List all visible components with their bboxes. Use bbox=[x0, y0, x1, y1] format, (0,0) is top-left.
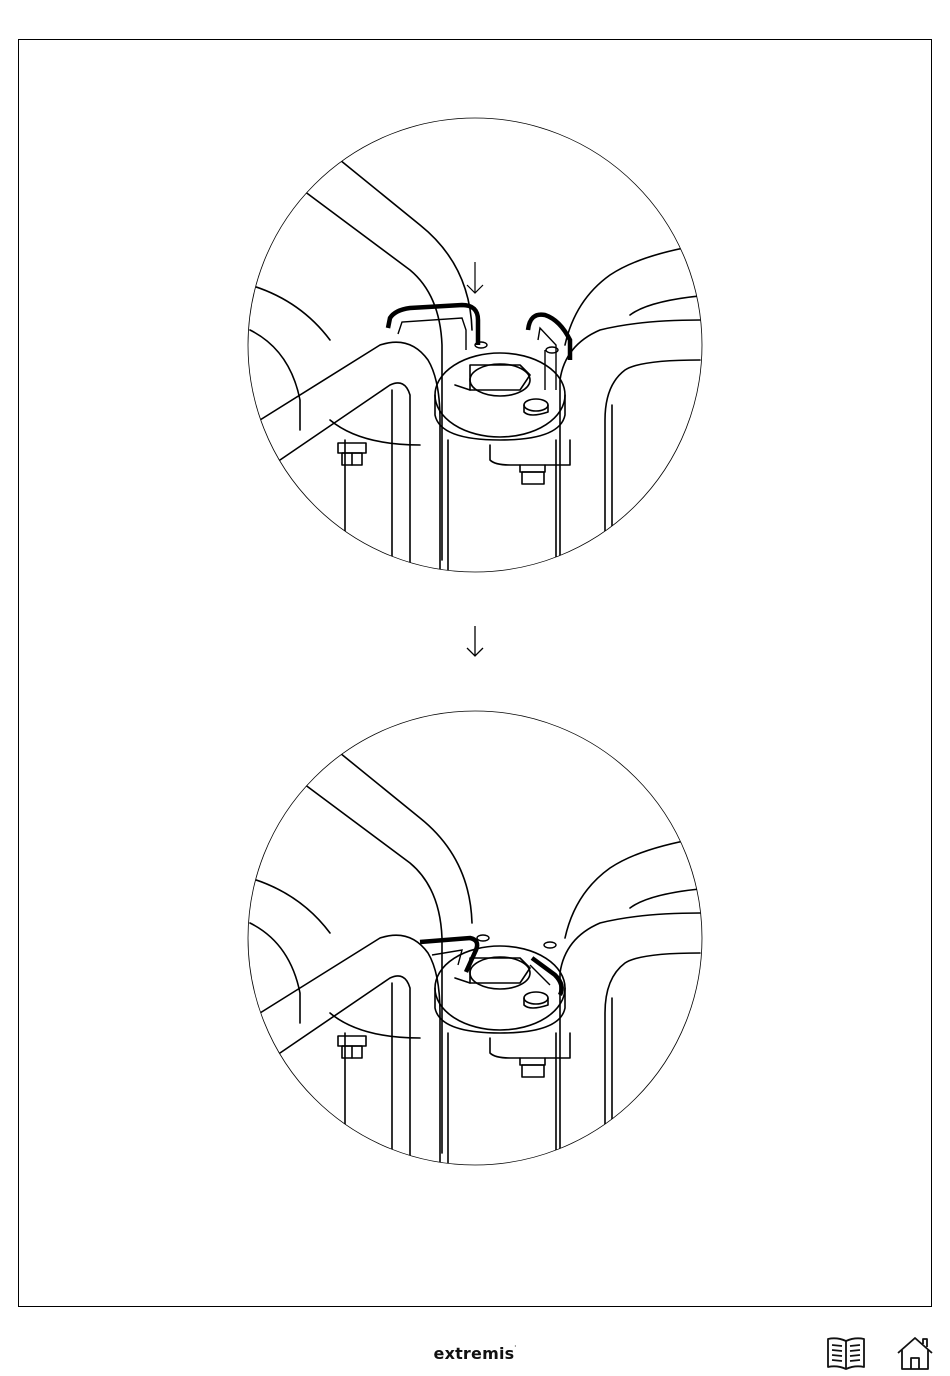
manual-button[interactable] bbox=[826, 1335, 866, 1376]
open-book-icon bbox=[826, 1335, 866, 1371]
home-icon bbox=[896, 1335, 934, 1371]
down-arrow-icon bbox=[467, 626, 483, 656]
home-button[interactable] bbox=[896, 1335, 934, 1376]
step-1-detail bbox=[248, 118, 710, 572]
brand-mark: · bbox=[514, 1344, 516, 1350]
brand-name: extremis bbox=[434, 1344, 515, 1363]
brand-logo: extremis· bbox=[0, 1344, 950, 1363]
step-2-detail bbox=[248, 711, 710, 1165]
